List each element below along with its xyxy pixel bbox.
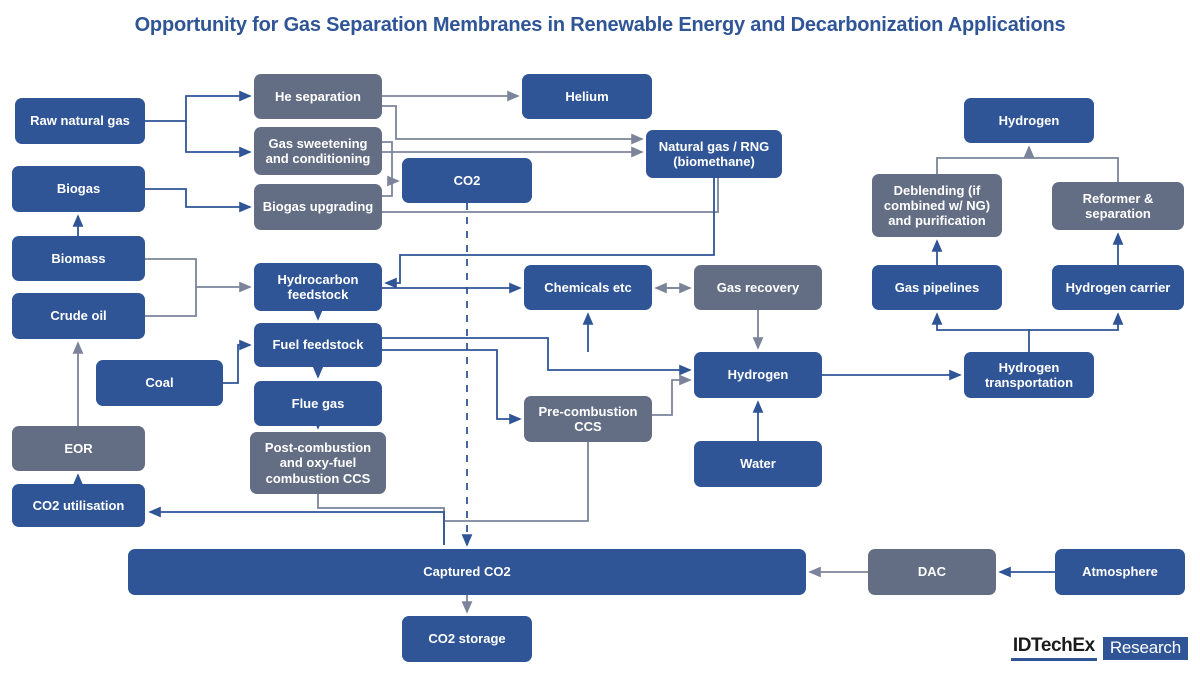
node-eor[interactable]: EOR [12,426,145,471]
node-helium[interactable]: Helium [522,74,652,119]
node-label: Helium [565,88,609,104]
node-label: Hydrogen [998,112,1060,128]
node-label: He separation [275,88,361,104]
node-label: Reformer &separation [1082,190,1154,221]
wire-crudeoil-hydrocarbon [145,287,197,317]
node-flue-gas[interactable]: Flue gas [254,381,382,426]
node-gas-recovery[interactable]: Gas recovery [694,265,822,310]
node-captured-co2[interactable]: Captured CO2 [128,549,806,595]
node-raw-natural-gas[interactable]: Raw natural gas [15,98,145,144]
wire-transport-gaspipelines [931,312,1030,352]
node-label: Coal [145,375,174,391]
node-natural-gas-rng[interactable]: Natural gas / RNG(biomethane) [646,130,782,178]
node-biomass[interactable]: Biomass [12,236,145,281]
node-hydrogen-main[interactable]: Hydrogen [694,352,822,398]
node-dac[interactable]: DAC [868,549,996,595]
node-label: DAC [917,564,947,580]
node-label: Captured CO2 [423,564,511,580]
node-label: Flue gas [291,395,345,411]
wire-sweetening-co2 [382,141,400,187]
node-label: CO2 [453,172,481,188]
node-label: CO2 storage [428,631,506,647]
node-hydrogen-top[interactable]: Hydrogen [964,98,1094,143]
node-co2-storage[interactable]: CO2 storage [402,616,532,662]
wire-fuelfeedstock-precombustion [382,349,522,425]
node-label: Crude oil [50,308,107,324]
node-chemicals-etc[interactable]: Chemicals etc [524,265,652,310]
node-label: Natural gas / RNG(biomethane) [658,138,770,169]
wire-heseparation-ng [382,105,644,145]
node-co2-utilisation[interactable]: CO2 utilisation [12,484,145,527]
wire-coal-fuelfeedstock [223,339,252,384]
page-title: Opportunity for Gas Separation Membranes… [134,14,1066,36]
node-co2[interactable]: CO2 [402,158,532,203]
node-gas-pipelines[interactable]: Gas pipelines [872,265,1002,310]
wire-captured-co2utilisation [148,506,445,545]
node-label: Biogas [56,181,101,197]
wire-upgrading-co2 [382,181,393,197]
logo-mark: IDTechEx [1010,635,1097,661]
wire-postcombustion-captured [317,494,445,545]
node-water[interactable]: Water [694,441,822,487]
idtechex-logo: IDTechEx Research [1010,635,1188,661]
wire-precombustion-hydrogen [652,374,692,416]
node-label: EOR [64,440,93,456]
node-label: Fuel feedstock [272,337,364,353]
logo-tag: Research [1102,636,1188,660]
node-label: Gas recovery [716,279,800,295]
node-label: CO2 utilisation [32,497,125,513]
node-atmosphere[interactable]: Atmosphere [1055,549,1185,595]
node-label: Gas pipelines [894,279,980,295]
node-label: Atmosphere [1082,564,1158,580]
node-label: Hydrogen [727,367,789,383]
node-label: Hydrogen carrier [1065,279,1171,295]
node-label: Chemicals etc [544,279,632,295]
wire-precombustion-captured [444,442,589,522]
node-label: Water [740,456,776,472]
node-coal[interactable]: Coal [96,360,223,406]
wire-biomass-hydrocarbon [145,258,252,293]
wire-rawgas-heseparation [145,90,252,122]
wire-fuelfeedstock-hydrogen [382,337,692,376]
node-label: Biomass [51,250,106,266]
wire-ng-hydrocarbon [384,178,715,289]
wire-reformer-hydrogentop [1029,157,1119,182]
wire-transport-hydrogencarrier [1029,312,1124,331]
node-label: Biogas upgrading [262,199,374,215]
node-label: Raw natural gas [30,113,130,129]
node-reformer-separation[interactable]: Reformer &separation [1052,182,1184,230]
wire-deblending-hydrogentop [936,145,1035,174]
node-crude-oil[interactable]: Crude oil [12,293,145,339]
wire-biogas-upgrading [145,188,252,213]
node-fuel-feedstock[interactable]: Fuel feedstock [254,323,382,367]
node-biogas-upgrading[interactable]: Biogas upgrading [254,184,382,230]
wire-rawgas-sweetening [185,121,252,158]
node-hydrogen-carrier[interactable]: Hydrogen carrier [1052,265,1184,310]
node-biogas[interactable]: Biogas [12,166,145,212]
node-he-separation[interactable]: He separation [254,74,382,119]
